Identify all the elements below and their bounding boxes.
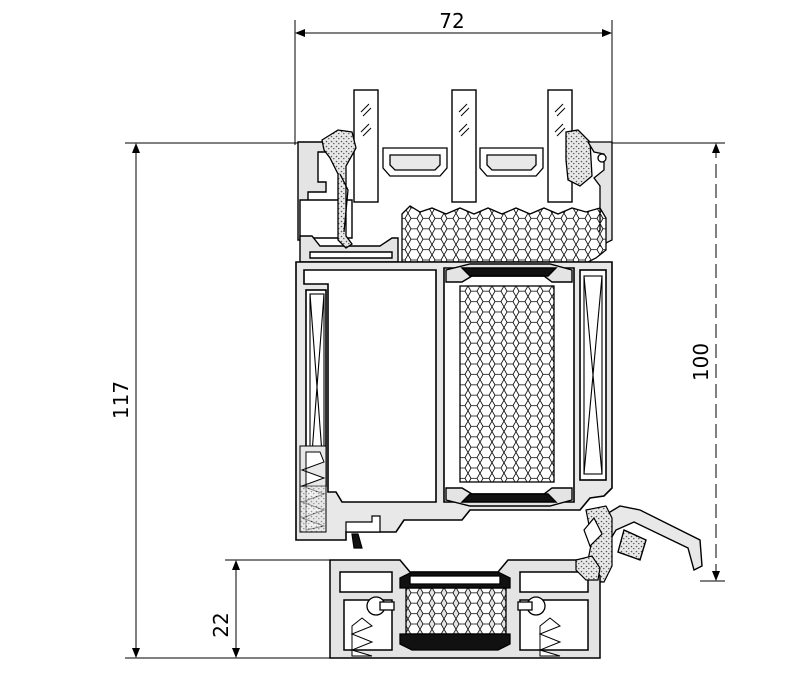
sill-screws: [350, 617, 562, 657]
dimension-lines: [125, 20, 725, 659]
reinforcement-right: [583, 275, 603, 475]
dimension-label-total-height: 117: [109, 381, 133, 419]
thermal-break-bars: [445, 263, 573, 507]
sill-clips: [366, 596, 546, 616]
central-insulation-core: [459, 285, 555, 483]
weather-drip-bar: [599, 505, 703, 572]
dimension-label-frame-height: 100: [689, 343, 713, 381]
glazing-gasket-inner: [321, 129, 357, 249]
dimension-label-sill-height: 22: [209, 612, 233, 637]
sill-insulation-core: [399, 571, 511, 651]
upper-insulation-block: [401, 205, 607, 263]
glass-panes: [353, 89, 573, 203]
sill-seal-right: [575, 555, 601, 581]
dimension-label-width: 72: [439, 9, 464, 33]
hardware-notch: [345, 515, 381, 549]
screw-left: [299, 445, 327, 533]
glass-spacers: [382, 147, 544, 177]
